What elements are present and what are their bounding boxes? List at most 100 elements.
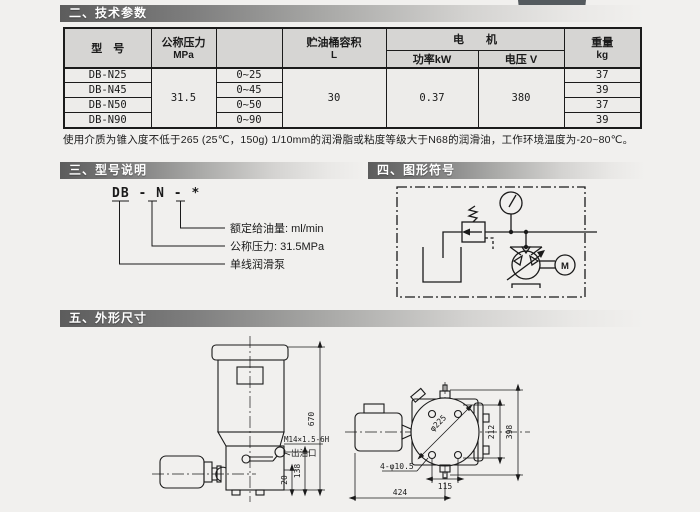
- tech-params-table: 型 号 公称压力 MPa 贮油桶容积 L 电 机 重量 kg 功率kW 电压 V…: [63, 27, 642, 129]
- junction-dot: [523, 244, 529, 250]
- valve-drain-dashed: [485, 237, 494, 249]
- dim-670: 670: [307, 412, 316, 427]
- base-foot: [231, 489, 241, 496]
- col-header-pressure-unit: MPa: [173, 50, 194, 62]
- coupling-disc: [216, 465, 222, 483]
- holes-leader: [416, 457, 429, 472]
- col-header-tank: 贮油桶容积 L: [281, 27, 387, 68]
- outline-dimension-drawings: 670 138 20 M14×1.5-6H 出油口: [152, 336, 530, 502]
- cell-range: 0~50: [215, 97, 283, 113]
- pump-triangle-right: [529, 254, 540, 267]
- top-view-drawing: φ225 212 398 115 424 4-φ10.5: [345, 382, 530, 501]
- outlet-leader: [284, 452, 291, 456]
- holes-label: 4-φ10.5: [380, 462, 414, 471]
- pump-bracket: [511, 283, 541, 288]
- dim-424: 424: [393, 488, 408, 497]
- cell-weight: 37: [563, 97, 642, 113]
- sight-window: [236, 366, 264, 385]
- cell-range: 0~90: [215, 112, 283, 128]
- cell-model: DB-N25: [63, 66, 152, 83]
- funnel-left: [509, 246, 522, 256]
- col-header-power: 功率kW: [385, 49, 479, 68]
- model-code-diagram: DB - N - * 额定给油量: ml/min 公称压力: 31.5MPa 单…: [112, 186, 325, 271]
- motor-letter: M: [561, 261, 569, 272]
- hydraulic-schematic: M: [396, 186, 597, 298]
- cell-weight: 37: [563, 66, 642, 83]
- col-header-weight-unit: kg: [596, 50, 609, 62]
- table-row: DB-N90 0~90 39: [63, 112, 642, 128]
- col-header-model: 型 号: [63, 27, 152, 68]
- dim-138: 138: [293, 464, 302, 479]
- col-header-voltage: 电压 V: [477, 49, 565, 68]
- table-row: DB-N25 31.5 0~25 30 0.37 380 37: [63, 66, 642, 128]
- col-header-pressure-text: 公称压力: [161, 37, 206, 50]
- label-nominal-pressure: 公称压力: 31.5MPa: [230, 239, 325, 253]
- cell-range: 0~25: [215, 66, 283, 83]
- side-bracket-tab: [482, 413, 490, 423]
- dim-115: 115: [438, 482, 453, 491]
- section-header-graphic-symbol: 四、图形符号: [368, 162, 645, 179]
- front-view-drawing: 670 138 20 M14×1.5-6H 出油口: [152, 336, 330, 502]
- col-header-range: [215, 27, 283, 68]
- cell-tank-value: 30: [281, 66, 387, 128]
- tank-symbol: [422, 247, 462, 283]
- motor-front: [159, 455, 205, 489]
- thread-label: M14×1.5-6H: [284, 435, 330, 444]
- col-header-weight-text: 重量: [591, 37, 614, 50]
- col-header-tank-text: 贮油桶容积: [306, 37, 362, 50]
- pump-triangle-left: [512, 254, 523, 267]
- junction-dot: [508, 229, 514, 235]
- dim-line-dia225: [417, 404, 473, 460]
- pump-symbol: [511, 250, 541, 280]
- outlet-port: [274, 446, 286, 458]
- leader-flow: [180, 201, 225, 229]
- gauge-needle: [508, 194, 517, 208]
- variable-arrow: [506, 253, 543, 281]
- side-bracket-tab: [482, 445, 490, 455]
- enclosure-border: [396, 186, 586, 298]
- cell-weight: 39: [563, 112, 642, 128]
- dim-212: 212: [487, 425, 496, 440]
- col-header-weight: 重量 kg: [563, 27, 642, 68]
- diagonal-fitting: [410, 387, 427, 403]
- leader-pressure: [151, 201, 225, 247]
- cell-model: DB-N50: [63, 97, 152, 113]
- label-rated-flow: 额定给油量: ml/min: [230, 221, 324, 235]
- cell-range: 0~45: [215, 82, 283, 98]
- outlet-elbow: [272, 455, 278, 462]
- cell-pressure-value: 31.5: [150, 66, 217, 128]
- valve-spring: [467, 205, 479, 223]
- cell-model: DB-N45: [63, 82, 152, 98]
- col-header-pressure: 公称压力 MPa: [150, 27, 217, 68]
- media-note: 使用介质为锥入度不低于265 (25℃，150g) 1/10mm的润滑脂或粘度等…: [63, 134, 634, 146]
- label-pump-type: 单线润滑泵: [230, 257, 285, 271]
- coupling-bell: [215, 466, 227, 482]
- valve-arrowhead: [462, 228, 470, 236]
- motor-shaft-cone: [401, 424, 412, 440]
- section-header-outline-dims: 五、外形尺寸: [60, 310, 645, 327]
- cell-model: DB-N90: [63, 112, 152, 128]
- table-row: DB-N45 0~45 39: [63, 82, 642, 98]
- col-header-motor: 电 机: [385, 27, 565, 51]
- tank-pipe: [442, 231, 462, 258]
- cell-power-value: 0.37: [385, 66, 479, 128]
- cell-voltage-value: 380: [477, 66, 565, 128]
- cell-weight: 39: [563, 82, 642, 98]
- base-foot: [255, 489, 265, 496]
- outlet-pipe-joint: [241, 454, 251, 464]
- variable-arrowhead: [537, 250, 545, 258]
- section-header-tech-params: 二、技术参数: [60, 5, 645, 22]
- top-fitting-stud: [442, 384, 448, 392]
- dim-20: 20: [280, 475, 289, 485]
- motor-junction-box: [363, 403, 385, 414]
- motor-symbol: [554, 254, 576, 276]
- outlet-label: 出油口: [291, 448, 317, 458]
- barrel-body: [217, 359, 285, 433]
- funnel-right: [530, 246, 543, 256]
- barrel-taper: [217, 431, 285, 447]
- section-header-model-desc: 三、型号说明: [60, 162, 365, 179]
- junction-dot: [523, 229, 529, 235]
- motor-endcap: [203, 461, 213, 483]
- col-header-tank-unit: L: [330, 50, 338, 62]
- leader-pump: [119, 201, 225, 265]
